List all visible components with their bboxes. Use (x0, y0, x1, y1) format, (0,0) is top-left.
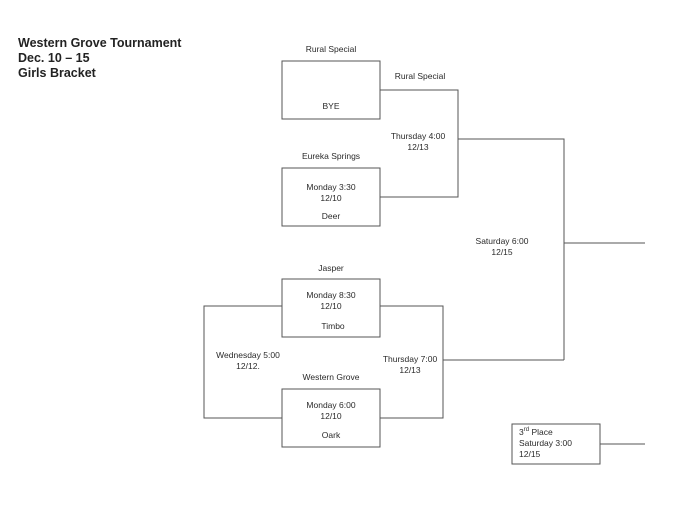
title-line-dates: Dec. 10 – 15 (18, 51, 90, 65)
game4-day-time: Monday 6:00 (306, 400, 356, 410)
consolation-time: Wednesday 5:00 12/12. (216, 350, 280, 372)
connector-consolation (203, 305, 282, 419)
third-place-info: 3rd Place Saturday 3:00 12/15 (519, 427, 572, 460)
game3-bottom-team: Timbo (321, 321, 345, 331)
third-place-day-time: Saturday 3:00 (519, 438, 572, 448)
game3-box (281, 278, 381, 338)
game4-date: 12/10 (320, 411, 342, 421)
consolation-day-time: Wednesday 5:00 (216, 350, 280, 360)
semifinal-bottom-date: 12/13 (399, 365, 421, 375)
game4-top-team: Western Grove (302, 372, 360, 382)
game1-bottom-team: BYE (322, 101, 340, 111)
third-place-word: Place (531, 427, 553, 437)
game2-time: Monday 3:30 12/10 (306, 182, 355, 204)
semifinal-bottom-day-time: Thursday 7:00 (382, 354, 438, 364)
game2-top-team: Eureka Springs (301, 151, 361, 161)
game3-top-team: Jasper (318, 263, 344, 273)
game1-box (281, 60, 381, 120)
connector-game1-game2 (380, 89, 459, 198)
game3-time: Monday 8:30 12/10 (306, 290, 355, 312)
connector-game3-game4 (380, 305, 444, 419)
game4-box (281, 388, 381, 448)
semifinal-bottom-time: Thursday 7:00 12/13 (383, 354, 437, 376)
game4-bottom-team: Oark (321, 430, 341, 440)
title-line-tournament: Western Grove Tournament (18, 36, 182, 50)
game3-day-time: Monday 8:30 (306, 290, 356, 300)
semifinal-top-day-time: Thursday 4:00 (390, 131, 446, 141)
final-time: Saturday 6:00 12/15 (476, 236, 529, 258)
game2-date: 12/10 (320, 193, 342, 203)
third-place-label: 3rd Place (519, 427, 572, 438)
consolation-date: 12/12. (236, 361, 260, 371)
semifinal-top-date: 12/13 (407, 142, 429, 152)
final-date: 12/15 (491, 247, 513, 257)
game2-bottom-team: Deer (321, 211, 341, 221)
connector-top-semifinal (458, 138, 565, 360)
advance1-team: Rural Special (394, 71, 446, 81)
game1-top-team: Rural Special (305, 44, 357, 54)
game2-day-time: Monday 3:30 (306, 182, 356, 192)
game4-time: Monday 6:00 12/10 (306, 400, 355, 422)
final-day-time: Saturday 6:00 (475, 236, 529, 246)
third-place-box (511, 423, 601, 465)
title-line-bracket: Girls Bracket (18, 66, 96, 80)
game3-date: 12/10 (320, 301, 342, 311)
third-place-number: 3 (519, 427, 524, 437)
third-place-suffix: rd (523, 427, 530, 434)
semifinal-top-time: Thursday 4:00 12/13 (391, 131, 445, 153)
game2-box (281, 167, 381, 227)
third-place-date: 12/15 (519, 449, 541, 459)
bracket-title: Western Grove Tournament Dec. 10 – 15 Gi… (18, 36, 181, 81)
